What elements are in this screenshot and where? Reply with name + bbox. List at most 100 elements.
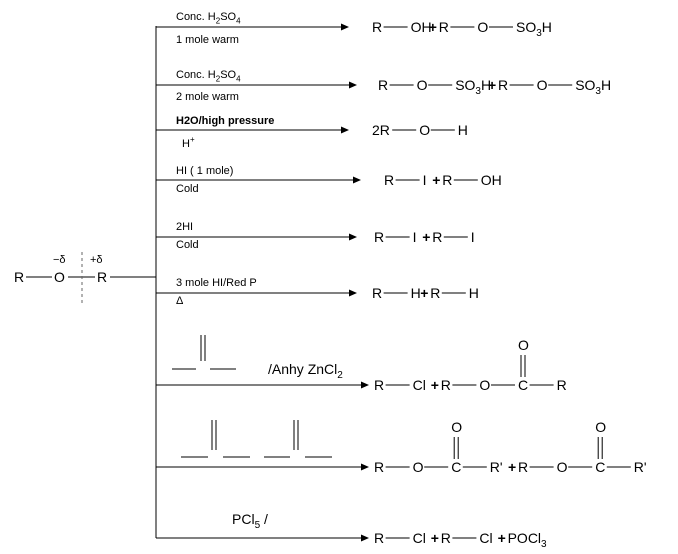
product-7-atom: R [441, 377, 451, 393]
product-5-atom-part: R [374, 229, 384, 245]
product-9-plus: + [498, 530, 506, 546]
product-2-atom-sub: 3 [595, 86, 601, 97]
product-9-atom-sub: 3 [541, 539, 547, 550]
product-2-atom-part: R [498, 77, 508, 93]
product-9-atom-part: POCl [508, 530, 541, 546]
product-8-atom: O [413, 459, 424, 475]
product-6-atom-part: R [372, 285, 382, 301]
reaction-2-condition: Conc. H2​SO4​ [176, 69, 241, 83]
product-8-atom: R' [634, 459, 647, 475]
reaction-6-condition-part: 3 mole HI/Red P [176, 277, 257, 289]
product-1-plus: + [429, 19, 437, 35]
product-3-atom: O [419, 122, 430, 138]
reaction-5-condition-part: Cold [176, 239, 199, 251]
product-1-atom: O [477, 19, 488, 35]
product-2-atom-part: R [378, 77, 388, 93]
product-7-atom-part: R [441, 377, 451, 393]
product-3-atom-part: O [419, 122, 430, 138]
product-1-atom-part: SO [516, 19, 536, 35]
product-5-atom-part: R [432, 229, 442, 245]
product-2-atom: O [537, 77, 548, 93]
product-2-atom: O [417, 77, 428, 93]
ether-oxygen: O [54, 269, 65, 285]
reaction-6-condition-part: Δ [176, 295, 184, 307]
product-9-atom: POCl3​ [508, 530, 547, 550]
product-2-atom: SO3​H [575, 77, 611, 97]
product-2-atom-part: SO [575, 77, 595, 93]
product-1-atom: SO3​H [516, 19, 552, 39]
product-9-atom: R [374, 530, 384, 546]
product-2-atom-part: O [417, 77, 428, 93]
product-1-atom-part: R [439, 19, 449, 35]
product-3-atom-part: 2R [372, 122, 390, 138]
product-9-atom-part: R [441, 530, 451, 546]
product-2-atom-part: O [537, 77, 548, 93]
reaction-3-condition-sup: + [190, 135, 195, 144]
product-9-atom: Cl [479, 530, 492, 546]
reaction-2-condition: 2 mole warm [176, 91, 239, 103]
reaction-2-condition-sub: 4 [236, 74, 241, 83]
product-2-atom-part: H [481, 77, 491, 93]
product-8-atom-part: O [557, 459, 568, 475]
reaction-5-condition: 2HI [176, 221, 193, 233]
reaction-1-condition: Conc. H2​SO4​ [176, 11, 241, 25]
reaction-3-condition-part: H2O/high pressure [176, 115, 274, 127]
product-9-atom: R [441, 530, 451, 546]
product-2-atom: R [378, 77, 388, 93]
product-1-atom: R [372, 19, 382, 35]
product-3-atom: H [458, 122, 468, 138]
product-8-atom-part: R' [490, 459, 503, 475]
product-6-atom: R [430, 285, 440, 301]
product-8-atom: R' [490, 459, 503, 475]
product-6-atom-part: H [469, 285, 479, 301]
ether-carbon-charge: +δ [90, 254, 103, 266]
product-9-atom-part: Cl [413, 530, 426, 546]
product-5-atom: I [413, 229, 417, 245]
reaction-1-condition-part: 1 mole warm [176, 34, 239, 46]
product-5-atom: R [374, 229, 384, 245]
product-4-atom: R [442, 172, 452, 188]
product-4-atom-part: I [423, 172, 427, 188]
product-4-atom-part: R [384, 172, 394, 188]
product-7-atom: Cl [413, 377, 426, 393]
reaction-6-condition: Δ [176, 295, 184, 307]
product-3-atom-part: H [458, 122, 468, 138]
product-8-carbonyl-oxygen: O [451, 419, 462, 435]
product-5-atom-part: I [471, 229, 475, 245]
product-2-atom: SO3​H [455, 77, 491, 97]
reaction-4-condition: HI ( 1 mole) [176, 165, 233, 177]
product-2-plus: + [488, 77, 496, 93]
product-2-atom-sub: 3 [475, 86, 481, 97]
reaction-9-condition: PCl5​ / [232, 511, 268, 531]
product-1-atom: OH [411, 19, 432, 35]
product-4-atom: I [423, 172, 427, 188]
reaction-2-condition-part: 2 mole warm [176, 91, 239, 103]
product-6-atom: R [372, 285, 382, 301]
reaction-4-condition-part: HI ( 1 mole) [176, 165, 233, 177]
reaction-9-condition-sub: 5 [255, 520, 261, 531]
product-8-carbonyl-oxygen: O [595, 419, 606, 435]
reaction-2-condition-part: Conc. H [176, 69, 216, 81]
reaction-9-condition-part: / [260, 511, 268, 527]
product-8-atom: C [451, 459, 461, 475]
product-4-atom-part: R [442, 172, 452, 188]
ether-r-right: R [97, 269, 107, 285]
reaction-1-condition-sub: 4 [236, 16, 241, 25]
product-8-atom-part: O [413, 459, 424, 475]
product-9-atom: Cl [413, 530, 426, 546]
product-5-atom-part: I [413, 229, 417, 245]
product-8-atom-part: R [518, 459, 528, 475]
reaction-4-condition-part: Cold [176, 183, 199, 195]
product-8-atom: C [595, 459, 605, 475]
product-7-plus: + [431, 377, 439, 393]
product-7-atom: O [479, 377, 490, 393]
product-1-atom-part: R [372, 19, 382, 35]
product-4-atom: OH [481, 172, 502, 188]
product-3-atom: 2R [372, 122, 390, 138]
product-6-atom: H [411, 285, 421, 301]
product-6-atom-part: R [430, 285, 440, 301]
ether-r-left: R [14, 269, 24, 285]
acyl-reagent-suffix-sub: 2 [337, 370, 343, 381]
